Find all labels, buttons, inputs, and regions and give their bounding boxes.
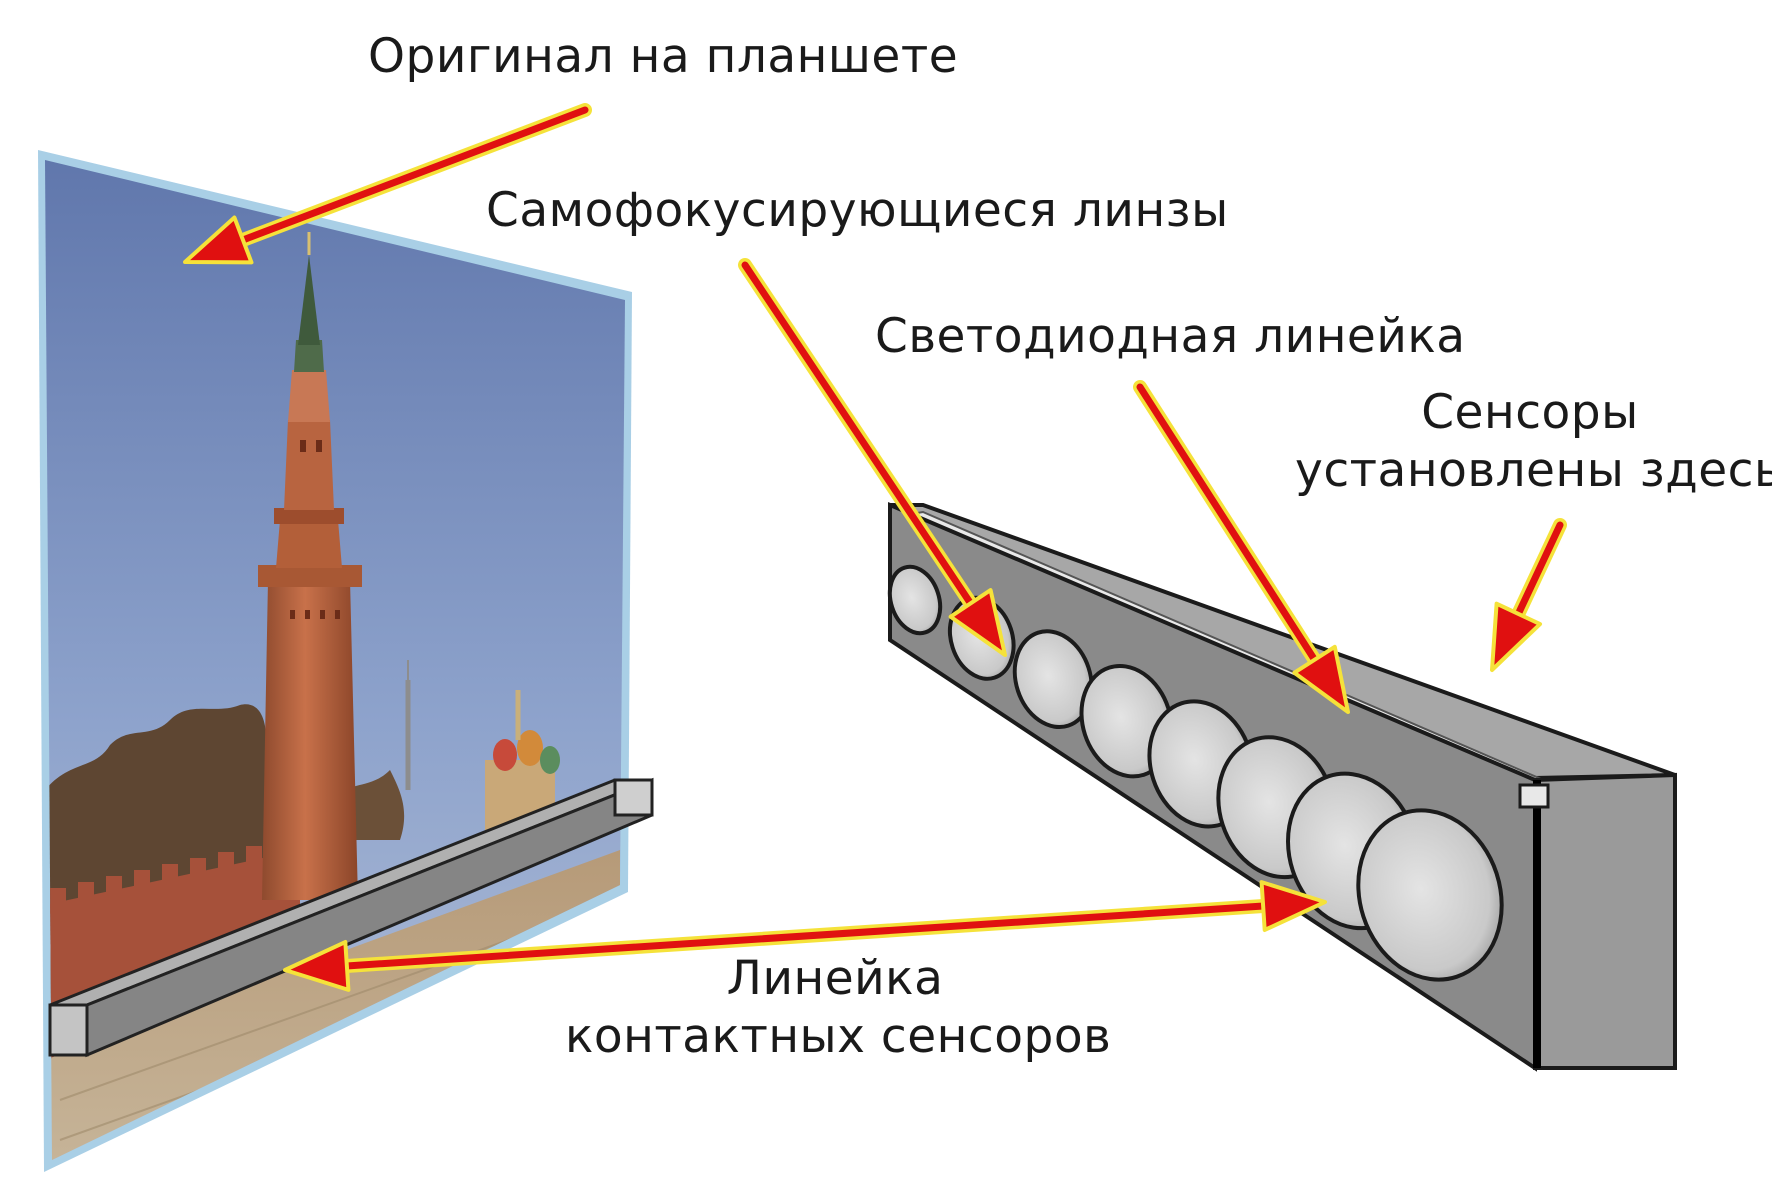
label-sensors-line1: Сенсоры xyxy=(1421,385,1639,440)
label-cis-line1: Линейка xyxy=(726,951,944,1006)
label-sensors: Сенсоры установлены здесь xyxy=(1295,384,1772,500)
label-lenses: Самофокусирующиеся линзы xyxy=(486,183,1229,238)
cis-sensor-bar xyxy=(887,501,1677,1072)
led-strip-end xyxy=(1518,783,1550,809)
arrow-lenses xyxy=(738,258,1007,657)
arrow-sensors xyxy=(1490,518,1567,672)
small-sensor-bar xyxy=(48,777,654,1058)
label-cis: Линейка контактных сенсоров xyxy=(565,950,1112,1066)
pointer-arrows xyxy=(183,103,1567,992)
wall-battlements xyxy=(50,846,262,914)
lens xyxy=(1012,629,1094,730)
label-sensors-line2: установлены здесь xyxy=(1295,443,1772,498)
kremlin-tower xyxy=(258,232,362,900)
lens-array xyxy=(887,564,1504,982)
lens xyxy=(887,564,943,636)
label-cis-line2: контактных сенсоров xyxy=(565,1009,1112,1064)
label-original: Оригинал на планшете xyxy=(368,29,959,84)
label-led-line: Светодиодная линейка xyxy=(875,309,1466,364)
arrow-led-line xyxy=(1133,380,1350,714)
bar-end-face xyxy=(1533,772,1677,1070)
arrow-cis-double xyxy=(283,880,1327,992)
arrow-original xyxy=(183,103,592,265)
lens xyxy=(1356,808,1504,982)
